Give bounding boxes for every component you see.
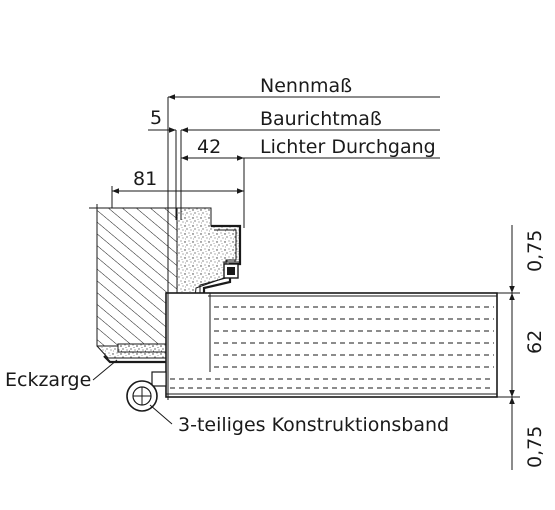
- konstruktionsband-label: 3-teiliges Konstruktionsband: [178, 414, 449, 436]
- dim-81-dimension: 81: [112, 168, 244, 194]
- dim-075-top: 0,75: [524, 230, 546, 272]
- konstruktionsband-callout: 3-teiliges Konstruktionsband: [149, 404, 449, 436]
- nennmass-label: Nennmaß: [260, 75, 352, 97]
- dim-81: 81: [133, 168, 157, 190]
- nennmass-dimension: Nennmaß: [168, 75, 440, 100]
- dim-075-bottom: 0,75: [524, 426, 546, 468]
- dim-42: 42: [197, 136, 221, 158]
- wall-section: [89, 204, 178, 347]
- seal-core: [227, 267, 235, 275]
- lichter-durchgang-label: Lichter Durchgang: [260, 136, 436, 158]
- eckzarge-label: Eckzarge: [5, 369, 91, 391]
- lichter-durchgang-dimension: 42 Lichter Durchgang: [181, 136, 440, 161]
- right-dimensions: 0,75 62 0,75: [497, 225, 546, 470]
- baurichtmass-dimension: 5 Baurichtmaß: [148, 107, 440, 133]
- eckzarge-callout: Eckzarge: [5, 359, 118, 391]
- baurichtmass-label: Baurichtmaß: [260, 108, 382, 130]
- door-leaf: [165, 292, 498, 398]
- dim-5: 5: [150, 107, 162, 129]
- hinge: [126, 371, 167, 412]
- dim-62: 62: [524, 330, 546, 354]
